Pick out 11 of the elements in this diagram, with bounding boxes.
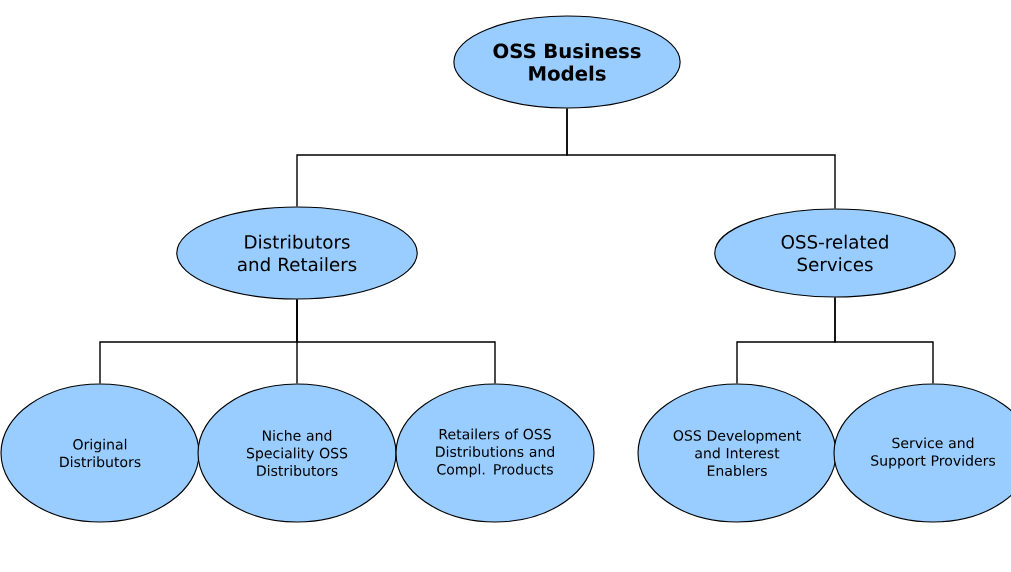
connector-line (834, 296, 934, 385)
ellipse-node: OSS Business Models (453, 15, 681, 109)
ellipse-node: Retailers of OSS Distributions and Compl. Products (395, 383, 595, 523)
ellipse-node: Original Distributors (0, 383, 200, 523)
ellipse-node: Distributors and Retailers (176, 206, 418, 300)
ellipse-node: OSS Development and Interest Enablers (637, 383, 837, 523)
ellipse-node: Service and Support Providers (833, 383, 1011, 523)
ellipse-node: OSS-related Services (714, 208, 956, 298)
connector-line (566, 107, 836, 210)
ellipse-node: Niche and Speciality OSS Distributors (197, 383, 397, 523)
connector-line (296, 298, 496, 385)
